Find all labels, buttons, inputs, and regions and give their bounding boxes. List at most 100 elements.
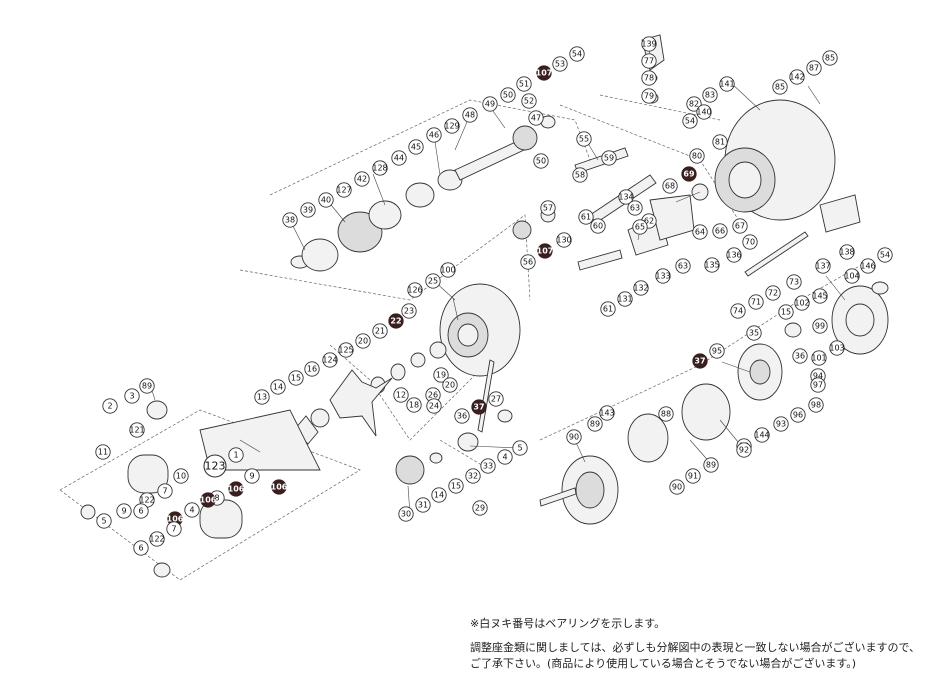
part-callout-130: 130 <box>556 232 572 248</box>
part-callout-14: 14 <box>431 487 447 503</box>
part-callout-16: 16 <box>304 361 320 377</box>
part-callout-140: 140 <box>696 104 712 120</box>
callout-bubble <box>590 218 606 234</box>
part-callout-56: 56 <box>520 254 536 270</box>
part-callout-49: 49 <box>482 96 498 112</box>
callout-bubble <box>536 65 552 81</box>
part-callout-13: 13 <box>254 389 270 405</box>
callout-number: 33 <box>483 462 493 471</box>
callout-bubble <box>815 258 831 274</box>
part-callout-106: 106 <box>271 479 288 495</box>
callout-bubble <box>444 118 460 134</box>
callout-bubble <box>133 503 149 519</box>
callout-number: 124 <box>322 356 337 365</box>
callout-number: 46 <box>429 131 439 140</box>
callout-bubble <box>685 468 701 484</box>
part-callout-78: 78 <box>641 70 657 86</box>
callout-number: 50 <box>503 91 513 100</box>
callout-number: 18 <box>409 401 419 410</box>
callout-bubble <box>480 458 496 474</box>
callout-bubble <box>528 110 544 126</box>
callout-bubble <box>398 506 414 522</box>
part-callout-12: 12 <box>393 387 409 403</box>
callout-bubble <box>322 352 338 368</box>
part-callout-18: 18 <box>406 397 422 413</box>
part-callout-30: 30 <box>398 506 414 522</box>
part-callout-10: 10 <box>173 468 189 484</box>
callout-number: 66 <box>715 227 725 236</box>
callout-bubble <box>641 36 657 52</box>
callout-number: 136 <box>726 251 741 260</box>
callout-number: 133 <box>655 272 670 281</box>
callout-bubble <box>173 468 189 484</box>
part-callout-138: 138 <box>839 244 855 260</box>
part-callout-63: 63 <box>627 200 643 216</box>
callout-number: 36 <box>457 412 467 421</box>
part-callout-145: 145 <box>812 288 828 304</box>
callout-bubble <box>709 343 725 359</box>
callout-number: 30 <box>401 510 411 519</box>
callout-bubble <box>271 479 287 495</box>
callout-number: 82 <box>689 100 699 109</box>
part-callout-21: 21 <box>372 323 388 339</box>
callout-bubble <box>124 388 140 404</box>
callout-bubble <box>599 405 615 421</box>
part-callout-96: 96 <box>790 407 806 423</box>
part-callout-143: 143 <box>599 405 615 421</box>
callout-number: 80 <box>692 152 702 161</box>
callout-number: 12 <box>396 391 406 400</box>
callout-bubble <box>482 96 498 112</box>
part-callout-106: 106 <box>200 492 217 508</box>
part-callout-107: 107 <box>536 65 552 81</box>
callout-bubble <box>742 234 758 250</box>
part-callout-50: 50 <box>533 153 549 169</box>
callout-bubble <box>520 254 536 270</box>
part-callout-127: 127 <box>336 182 352 198</box>
callout-number: 87 <box>809 64 819 73</box>
callout-bubble <box>569 46 585 62</box>
callout-number: 89 <box>706 461 716 470</box>
part-callout-27: 27 <box>488 391 504 407</box>
callout-number: 19 <box>436 371 446 380</box>
callout-bubble <box>448 478 464 494</box>
callout-bubble <box>641 70 657 86</box>
part-callout-64: 64 <box>692 224 708 240</box>
callout-bubble <box>719 76 735 92</box>
callout-number: 61 <box>581 213 591 222</box>
part-callout-125: 125 <box>338 342 354 358</box>
callout-bubble <box>354 171 370 187</box>
washer-note-line1: 調整座金類に関しましては、必ずしも分解図中の表現と一致しない場合がございますので… <box>470 641 921 654</box>
part-callout-69: 69 <box>681 166 697 182</box>
callout-number: 92 <box>739 446 749 455</box>
part-callout-66: 66 <box>712 223 728 239</box>
part-callout-40: 40 <box>318 192 334 208</box>
callout-bubble <box>336 182 352 198</box>
callout-bubble <box>533 153 549 169</box>
callout-number: 143 <box>599 409 614 418</box>
callout-number: 98 <box>811 401 821 410</box>
part-callout-68: 68 <box>662 178 678 194</box>
callout-bubble <box>462 107 478 123</box>
callout-bubble <box>556 232 572 248</box>
part-callout-45: 45 <box>408 139 424 155</box>
part-drawings <box>80 34 889 578</box>
callout-number: 97 <box>813 381 823 390</box>
callout-number: 1 <box>233 451 238 460</box>
part-callout-90: 90 <box>566 429 582 445</box>
part-callout-121: 121 <box>129 422 145 438</box>
part-callout-38: 38 <box>282 212 298 228</box>
callout-number: 37 <box>694 357 705 366</box>
callout-bubble <box>790 407 806 423</box>
callout-number: 96 <box>793 411 803 420</box>
callout-number: 121 <box>129 426 144 435</box>
callout-number: 44 <box>394 154 404 163</box>
callout-bubble <box>497 449 513 465</box>
part-callout-57: 57 <box>540 200 556 216</box>
callout-number: 74 <box>733 307 743 316</box>
callout-number: 73 <box>789 278 799 287</box>
callout-bubble <box>512 440 528 456</box>
callout-bubble <box>702 87 718 103</box>
part-callout-73: 73 <box>786 274 802 290</box>
callout-number: 93 <box>776 420 786 429</box>
callout-number: 27 <box>491 395 501 404</box>
